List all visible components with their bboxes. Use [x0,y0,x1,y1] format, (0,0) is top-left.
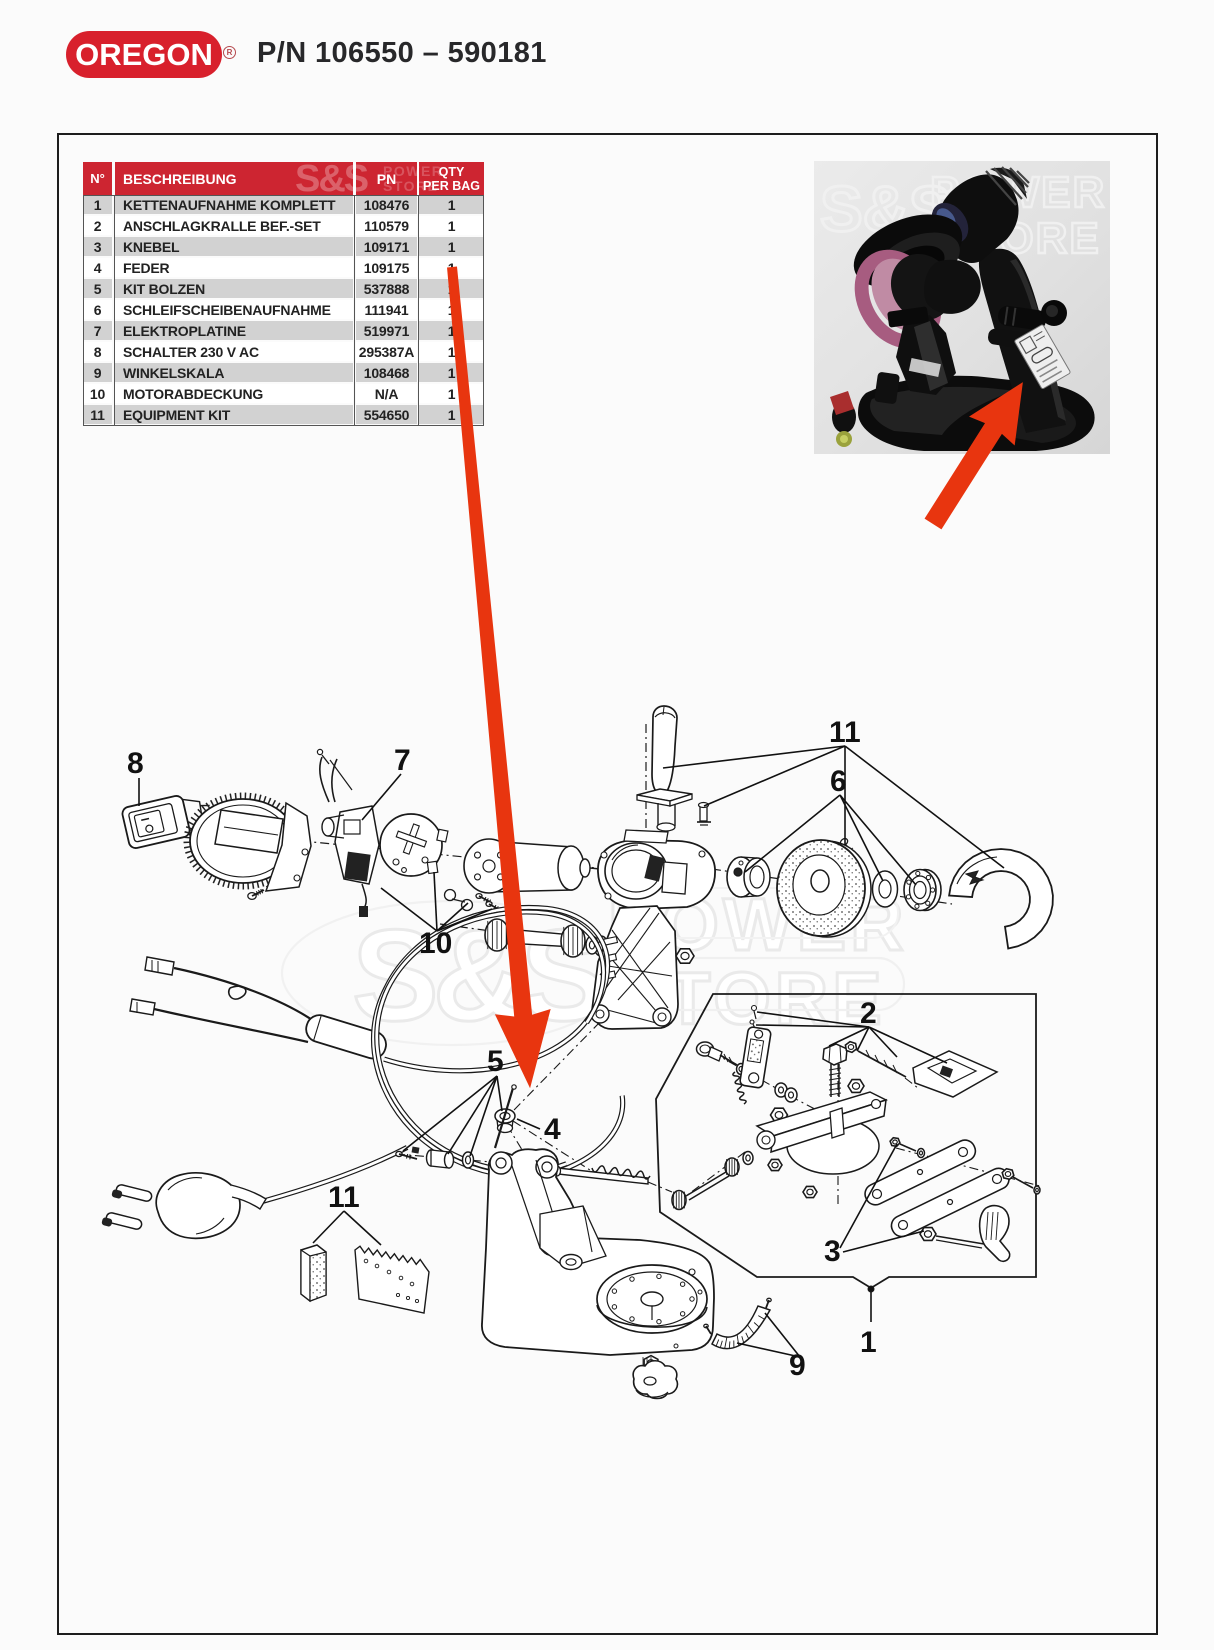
svg-text:8: 8 [127,747,144,780]
svg-text:S&S: S&S [352,902,603,1048]
svg-text:10: 10 [419,927,452,960]
svg-text:9: 9 [789,1349,806,1382]
svg-text:2: 2 [860,997,877,1030]
svg-text:6: 6 [830,765,847,798]
svg-text:7: 7 [394,744,411,777]
svg-text:11: 11 [829,716,861,749]
svg-text:4: 4 [544,1113,561,1146]
svg-text:1: 1 [860,1326,877,1359]
svg-text:5: 5 [487,1045,504,1078]
svg-text:3: 3 [824,1235,841,1268]
svg-text:11: 11 [328,1181,360,1214]
